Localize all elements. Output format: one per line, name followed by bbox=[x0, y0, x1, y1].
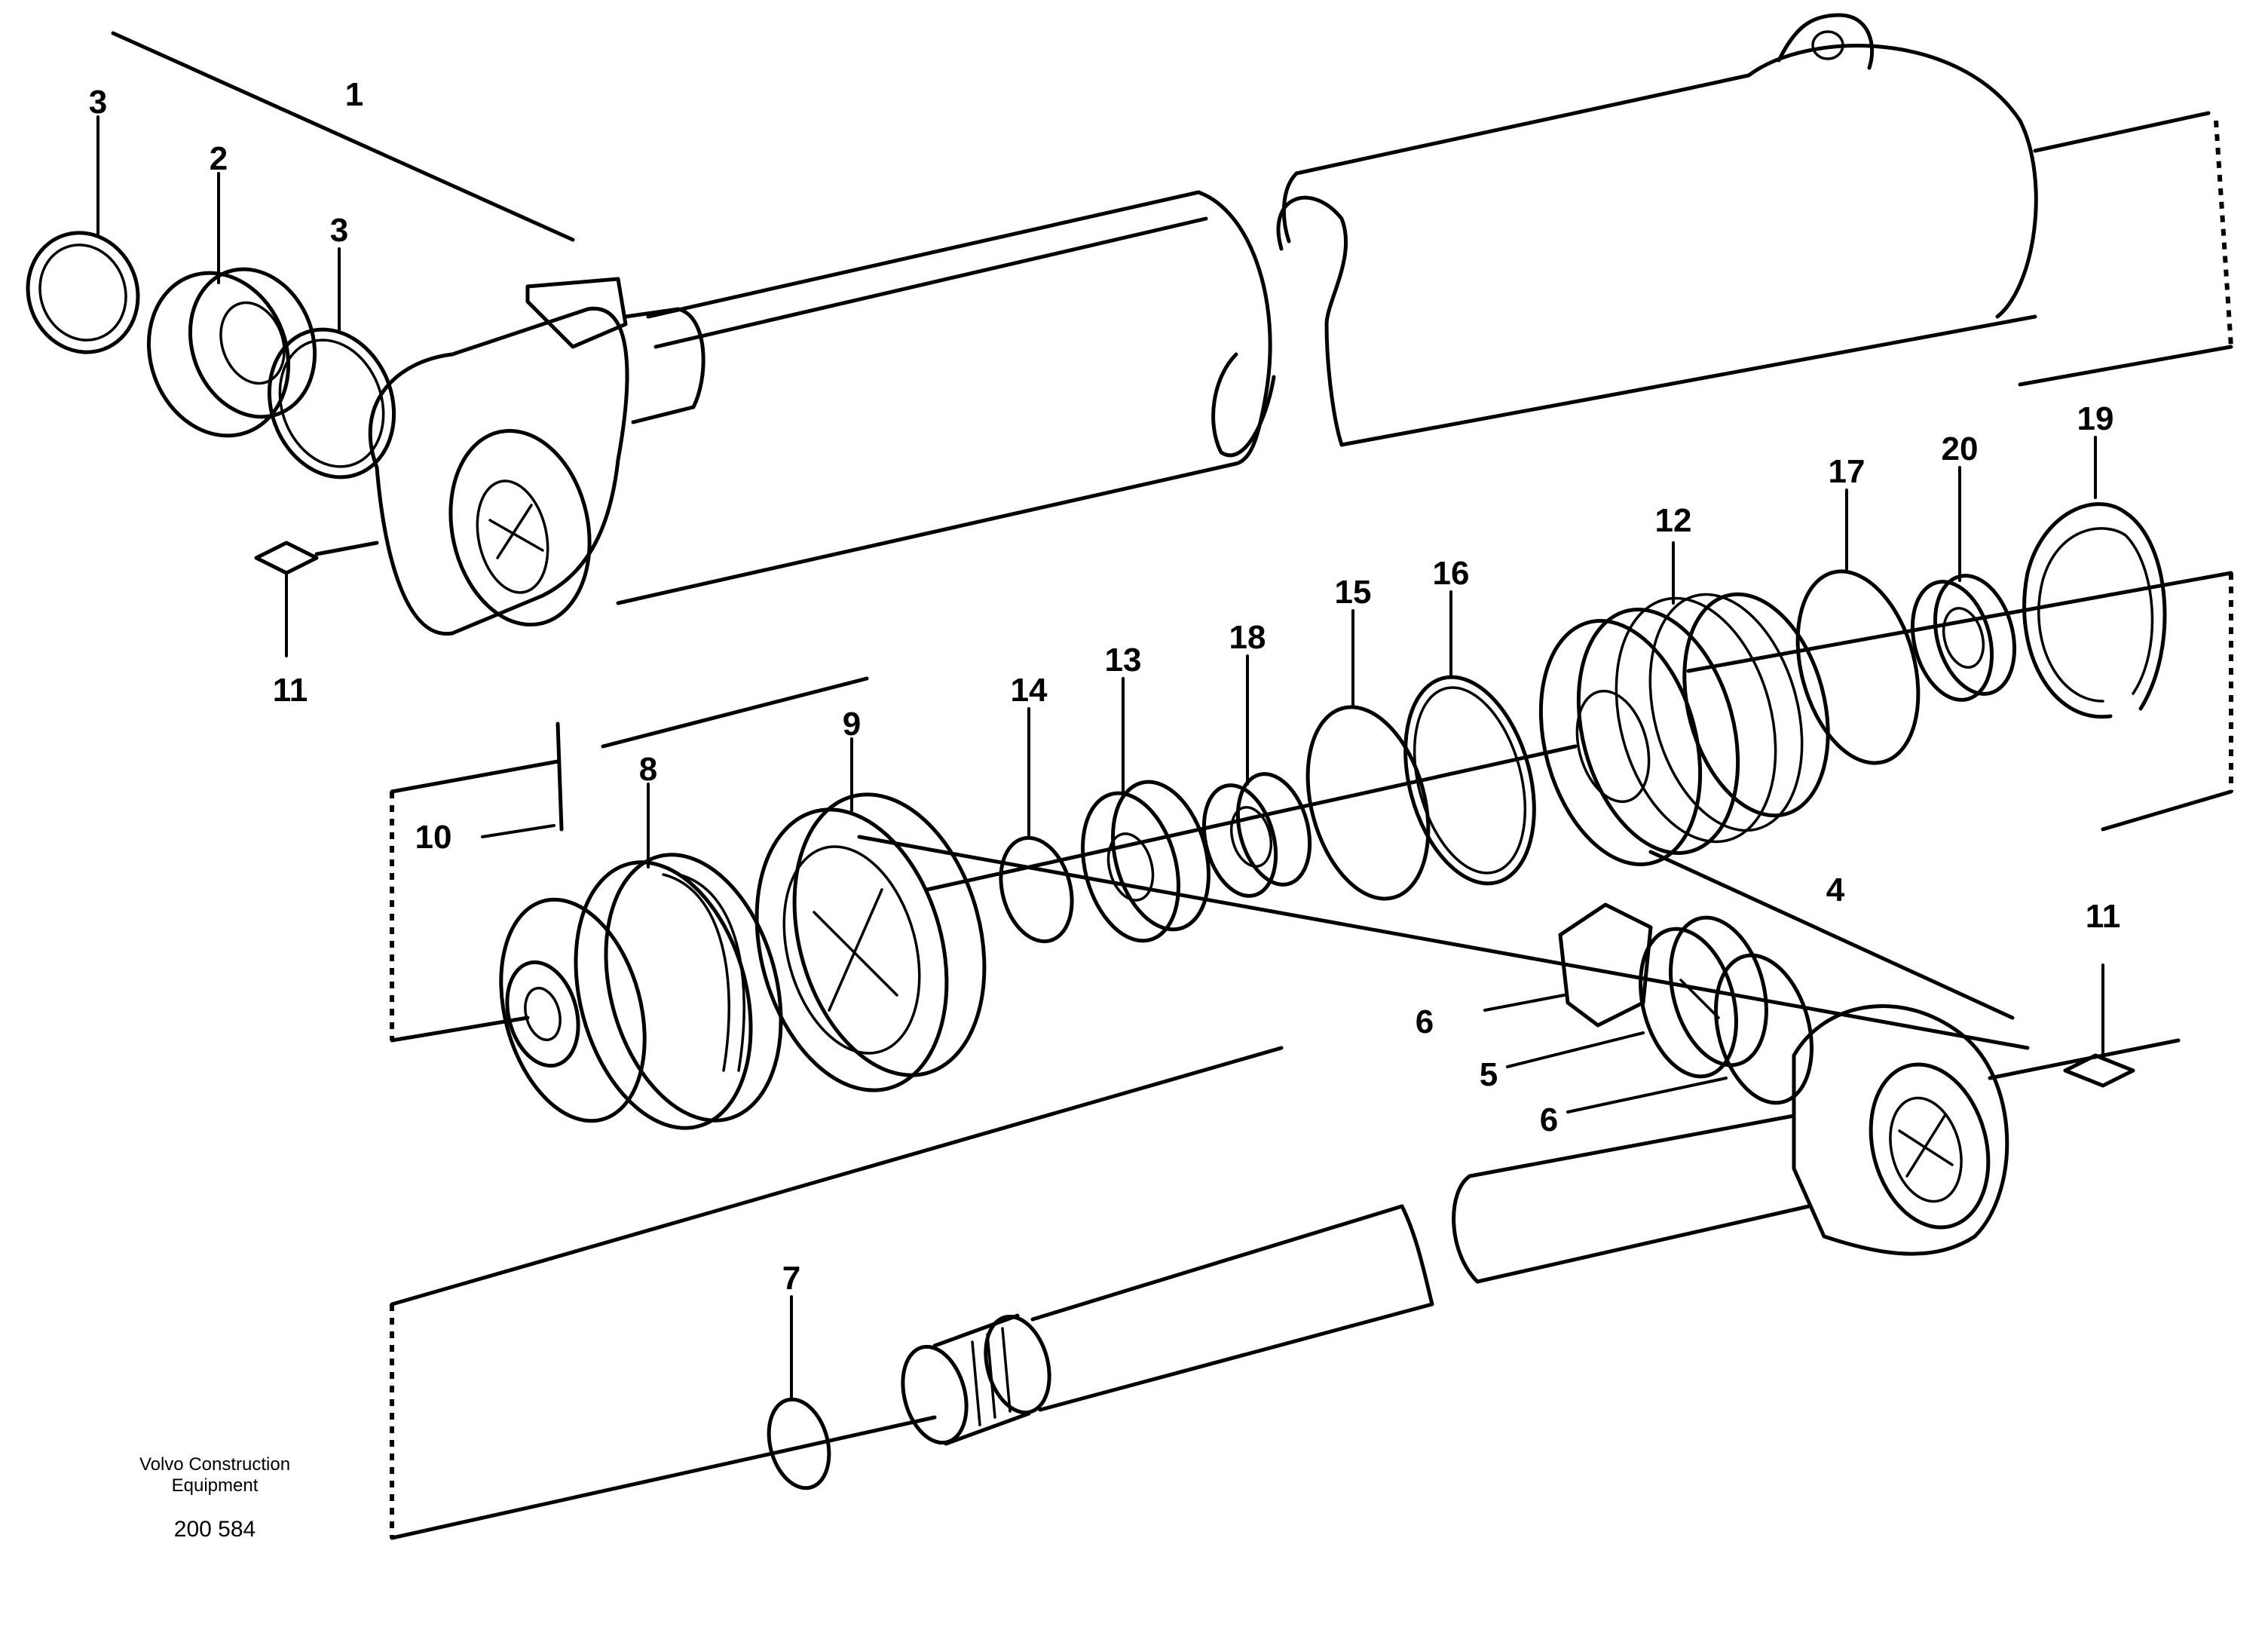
o-ring-17 bbox=[1795, 489, 1921, 765]
callout-18: 18 bbox=[1229, 619, 1266, 656]
callout-5: 5 bbox=[1480, 1056, 1498, 1093]
o-ring-14 bbox=[999, 707, 1074, 944]
backup-ring-16 bbox=[1403, 590, 1536, 886]
piston-9 bbox=[754, 737, 987, 1092]
seal-ring-6-lower bbox=[1566, 953, 1813, 1114]
callout-4: 4 bbox=[1826, 872, 1845, 908]
callout-12: 12 bbox=[1655, 502, 1692, 539]
seal-ring-3-left bbox=[26, 115, 140, 354]
reference-line-2: Equipment bbox=[172, 1475, 259, 1496]
callout-6-upper: 6 bbox=[1416, 1003, 1434, 1040]
piston-rod bbox=[390, 835, 2181, 1540]
callout-16: 16 bbox=[1433, 555, 1470, 592]
callout-1: 1 bbox=[345, 76, 363, 113]
callout-9: 9 bbox=[843, 706, 861, 743]
bushing-2 bbox=[146, 172, 317, 438]
callout-7: 7 bbox=[782, 1260, 800, 1297]
seal-ring-3-right bbox=[267, 247, 396, 479]
callout-11-right: 11 bbox=[2086, 898, 2121, 935]
callout-17: 17 bbox=[1829, 453, 1866, 490]
snap-ring-19 bbox=[2022, 436, 2167, 719]
piston-nut-8 bbox=[499, 783, 783, 1130]
piston-frame bbox=[390, 571, 2233, 1043]
callout-8: 8 bbox=[639, 751, 657, 788]
pin-10 bbox=[481, 721, 564, 838]
reference-line-1: Volvo Construction bbox=[139, 1454, 290, 1475]
wiper-ring-20 bbox=[1910, 466, 2017, 702]
reference-code: 200 584 bbox=[174, 1517, 256, 1542]
callout-14: 14 bbox=[1011, 672, 1048, 709]
o-ring-7 bbox=[767, 1295, 831, 1490]
callout-11-left: 11 bbox=[273, 672, 308, 709]
callout-2: 2 bbox=[210, 140, 228, 177]
callout-15: 15 bbox=[1335, 574, 1372, 611]
cylinder-head-12 bbox=[1538, 541, 1830, 866]
cylinder-tube bbox=[111, 13, 2233, 636]
o-ring-15 bbox=[1305, 609, 1431, 901]
callout-3-right: 3 bbox=[330, 212, 348, 249]
callout-10: 10 bbox=[415, 819, 452, 856]
callout-19: 19 bbox=[2077, 400, 2114, 437]
bracket-line-4 bbox=[1648, 850, 2015, 1020]
callout-3-left: 3 bbox=[89, 84, 107, 121]
callout-13: 13 bbox=[1105, 642, 1142, 679]
grease-nipple-11-right bbox=[2063, 963, 2135, 1088]
callout-20: 20 bbox=[1942, 430, 1979, 467]
bushing-5 bbox=[1506, 915, 1768, 1079]
guide-ring-18 bbox=[1201, 654, 1312, 898]
collar-13 bbox=[1081, 677, 1211, 943]
grease-nipple-11-left bbox=[254, 541, 379, 657]
callout-6-lower: 6 bbox=[1540, 1101, 1558, 1138]
